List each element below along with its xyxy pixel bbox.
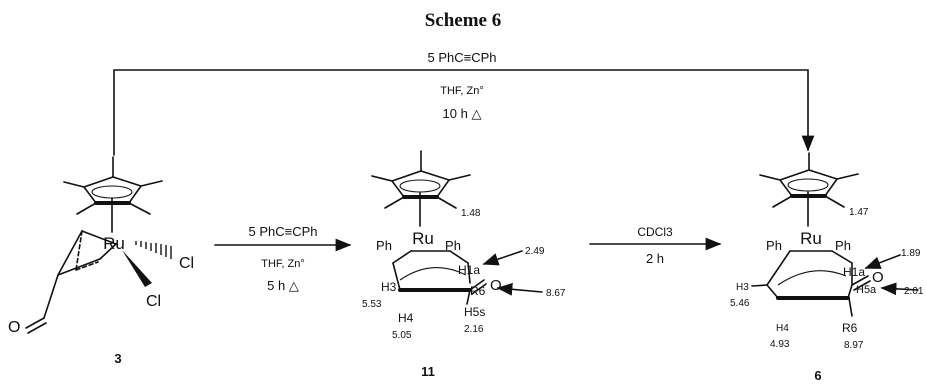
compound-11-h3-shift: 5.53: [362, 299, 382, 310]
compound-11-h4: H4: [398, 311, 414, 325]
scheme-title: Scheme 6: [425, 10, 502, 31]
compound-11-r6: R6: [470, 284, 486, 298]
compound-6-h1a-shift: 1.89: [901, 248, 921, 259]
h5a-pointer-6: [880, 282, 919, 296]
arrow-2-time: 2 h: [646, 251, 664, 266]
compound-3-cl-2: Cl: [146, 293, 161, 310]
h1a-pointer-6: [864, 254, 901, 269]
r6-pointer-11: [496, 282, 543, 296]
compound-6-h3: H3: [736, 282, 749, 293]
compound-6-me-shift: 1.47: [849, 207, 869, 218]
compound-3-ru: Ru: [103, 234, 125, 253]
compound-3-oxygen: O: [8, 319, 20, 336]
compound-6-r6: R6: [842, 321, 858, 335]
compound-11-h4-shift: 5.05: [392, 330, 412, 341]
compound-11-h1a: H1a: [458, 263, 480, 277]
arrow-2-reagent: CDCl3: [637, 225, 673, 239]
compound-11-structure: [371, 150, 487, 305]
compound-6-r6-shift: 8.97: [844, 340, 864, 351]
compound-11-h5s-shift: 2.16: [464, 324, 484, 335]
arrow-1-reagent: 5 PhC≡CPh: [248, 224, 317, 239]
top-arrow-conditions: THF, Zn°: [440, 85, 484, 97]
top-arrow-time: 10 h △: [443, 106, 482, 121]
top-arrow-reagent: 5 PhC≡CPh: [427, 50, 496, 65]
top-reaction-arrow: [113, 69, 815, 156]
compound-6-number: 6: [814, 368, 821, 383]
compound-6-h4: H4: [776, 323, 789, 334]
compound-6-ph-right: Ph: [835, 238, 851, 253]
compound-6-h3-shift: 5.46: [730, 298, 750, 309]
compound-6-h5a: H5a: [856, 284, 877, 296]
arrow-1-time: 5 h △: [267, 278, 299, 293]
compound-11-h3: H3: [381, 280, 397, 294]
compound-6-h1a: H1a: [843, 265, 865, 279]
compound-11-ph-left: Ph: [376, 238, 392, 253]
compound-11-ru: Ru: [412, 229, 434, 248]
compound-11-number: 11: [421, 364, 435, 379]
compound-6-h4-shift: 4.93: [770, 339, 790, 350]
compound-6-h5a-shift: 2.01: [904, 286, 924, 297]
arrow-1-conditions: THF, Zn°: [261, 258, 305, 270]
compound-6-ph-left: Ph: [766, 238, 782, 253]
compound-11-r6-shift: 8.67: [546, 288, 566, 299]
compound-3-structure: [25, 156, 172, 334]
compound-11-oxygen: O: [490, 277, 502, 294]
compound-3-number: 3: [114, 351, 121, 366]
compound-3-cl-1: Cl: [179, 255, 194, 272]
h1a-pointer-11: [482, 250, 523, 266]
compound-6-ru: Ru: [800, 229, 822, 248]
compound-6-structure: [751, 152, 871, 317]
compound-11-h1a-shift: 2.49: [525, 246, 545, 257]
compound-11-me-shift: 1.48: [461, 208, 481, 219]
compound-11-h5s: H5s: [464, 305, 485, 319]
compound-6-oxygen: O: [872, 269, 884, 286]
compound-11-ph-right: Ph: [445, 238, 461, 253]
